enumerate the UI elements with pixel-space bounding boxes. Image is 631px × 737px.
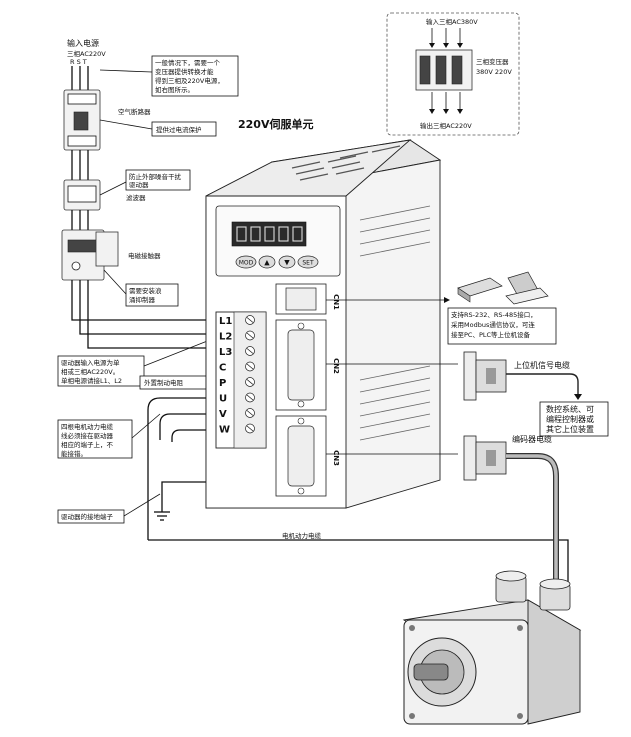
host-note-line-1: 数控系统、可	[546, 404, 594, 414]
terminal-l2: L2	[219, 330, 255, 343]
filter-note-line-2: 驱动器	[129, 181, 149, 189]
encoder-cable-label: 编码器电缆	[512, 434, 552, 444]
terminal-c: C	[219, 361, 255, 374]
power-input-wires	[71, 66, 89, 90]
power-input-note-line-3: 单相电源请接L1、L2	[61, 376, 122, 385]
terminal-label: W	[219, 425, 230, 436]
host-note-line-3: 其它上位装置	[546, 424, 594, 434]
power-input-spec: 三相AC220V	[67, 49, 106, 58]
port-cn2[interactable]: CN2	[275, 319, 340, 411]
filter-label: 滤波器	[126, 193, 146, 202]
comm-devices	[457, 271, 549, 305]
breaker-label: 空气断路器	[118, 107, 151, 116]
motor-cable-label: 电机动力电缆	[282, 531, 322, 540]
button-set-label: SET	[302, 260, 314, 267]
contactor-label: 电磁接触器	[128, 251, 161, 260]
button-set[interactable]: SET	[297, 255, 319, 269]
contactor-note-line-1: 需要安装浪	[129, 286, 162, 295]
terminal-l1: L1	[219, 315, 255, 327]
transformer-note-line-4: 如右图所示。	[155, 85, 194, 94]
motor-power-note-line-2: 线必须接在驱动器	[61, 431, 114, 440]
comm-note-line-1: 支持RS-232、RS-485接口，	[451, 310, 537, 319]
terminal-u: U	[219, 392, 255, 405]
circuit-breaker	[63, 89, 101, 151]
transformer-voltage-label: 380V 220V	[476, 68, 512, 76]
terminal-label: P	[219, 378, 226, 389]
contactor-note-line-2: 涌抑制器	[129, 295, 156, 304]
button-mod[interactable]: MOD	[235, 255, 257, 269]
transformer-box: 输入三相AC380V 三相变压器 380V 220V 输出三相AC220V	[386, 12, 520, 136]
transformer-note-box: 一般情况下，需要一个 变压器提供转换才能 得到三相及220V电源， 如右图所示。	[99, 55, 239, 97]
motor-power-wires	[131, 397, 569, 600]
button-up[interactable]: ▲	[258, 255, 276, 269]
terminal-label: U	[219, 394, 227, 405]
power-input-note-line-1: 驱动器输入电源为单	[61, 358, 120, 367]
brake-resistor-note: 外置制动电阻	[144, 378, 184, 387]
noise-filter	[63, 150, 101, 211]
ground-note-box: 驱动器的接地端子	[57, 493, 161, 524]
port-cn3-label: CN3	[332, 450, 340, 466]
breaker-note: 提供过电流保护	[156, 125, 202, 134]
page-title: 220V伺服单元	[238, 117, 313, 131]
transformer-device-label: 三相变压器	[476, 57, 509, 66]
motor-power-note-line-3: 相应的端子上，不	[61, 440, 114, 449]
terminal-w: W	[219, 423, 255, 436]
power-input-note-line-2: 相或三相AC220V。	[61, 367, 119, 376]
power-input-title: 输入电源	[67, 38, 99, 48]
motor-power-note-box: 四根电机动力电缆 线必须接在驱动器 相应的端子上，不 能接错。	[57, 419, 133, 459]
terminal-l3: L3	[219, 346, 255, 358]
port-cn3[interactable]: CN3	[275, 415, 340, 497]
transformer-note-line-2: 变压器提供转换才能	[155, 67, 214, 76]
button-down[interactable]: ▼	[278, 255, 296, 269]
host-cable-connector	[463, 351, 582, 401]
host-cable-label: 上位机信号电缆	[514, 360, 570, 370]
ground-note: 驱动器的接地端子	[61, 512, 114, 521]
motor-power-note-line-4: 能接错。	[61, 449, 87, 458]
button-up-label: ▲	[264, 259, 270, 267]
button-mod-label: MOD	[239, 260, 254, 267]
servo-motor	[402, 570, 582, 725]
terminal-v: V	[219, 408, 255, 420]
port-cn2-label: CN2	[332, 358, 340, 374]
terminal-label: V	[219, 409, 227, 420]
transformer-note-line-3: 得到三相及220V电源，	[155, 76, 224, 85]
filter-note-line-1: 防止外部噪音干扰	[129, 172, 182, 181]
host-note-box: 数控系统、可 编程控制器或 其它上位装置	[539, 401, 609, 437]
button-down-label: ▼	[284, 259, 290, 267]
terminal-label: L2	[219, 332, 232, 343]
power-input-phases: R S T	[70, 58, 87, 66]
transformer-output-label: 输出三相AC220V	[420, 121, 472, 130]
port-cn1[interactable]: CN1	[275, 283, 340, 315]
host-note-line-2: 编程控制器或	[546, 414, 594, 424]
transformer-note-line-1: 一般情况下，需要一个	[155, 58, 221, 67]
motor-power-note-line-1: 四根电机动力电缆	[61, 422, 114, 431]
contactor-note-box: 需要安装浪 涌抑制器	[103, 269, 179, 307]
comm-note-line-2: 采用Modbus通信协议，可连	[451, 320, 535, 329]
port-cn1-label: CN1	[332, 294, 340, 310]
filter-note-box: 防止外部噪音干扰 驱动器	[99, 169, 191, 196]
terminal-label: L3	[219, 347, 232, 358]
magnetic-contactor	[61, 210, 119, 281]
cn1-arrow-icon	[444, 297, 450, 303]
encoder-cable-connector	[463, 435, 559, 588]
terminal-p: P	[219, 377, 255, 389]
transformer-input-label: 输入三相AC380V	[426, 17, 478, 26]
terminal-label: C	[219, 363, 226, 374]
power-wires	[71, 280, 222, 349]
comm-note-line-3: 接至PC、PLC等上位机设备	[451, 330, 531, 339]
power-input-note-box: 驱动器输入电源为单 相或三相AC220V。 单相电源请接L1、L2	[57, 335, 221, 387]
comm-note-box: 支持RS-232、RS-485接口， 采用Modbus通信协议，可连 接至PC、…	[447, 307, 557, 345]
terminal-label: L1	[219, 316, 232, 327]
breaker-note-box: 提供过电流保护	[99, 119, 217, 137]
